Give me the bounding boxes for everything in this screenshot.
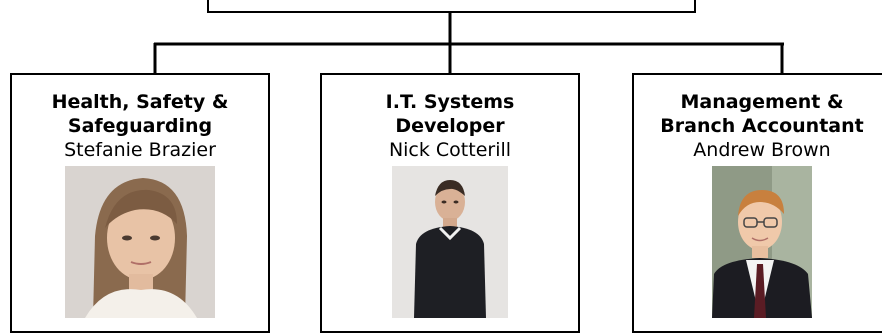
person-name: Andrew Brown	[693, 139, 831, 161]
person-name: Nick Cotterill	[388, 139, 512, 161]
role-title: Health, Safety & Safeguarding	[51, 91, 229, 137]
org-chart: Health, Safety & Safeguarding Stefanie B…	[10, 0, 882, 333]
role-box-health-safety: Health, Safety & Safeguarding Stefanie B…	[10, 73, 270, 333]
connector-lines	[153, 12, 784, 74]
man-in-suit-portrait-photo	[712, 166, 812, 318]
man-portrait-photo	[392, 166, 508, 318]
role-title: Management & Branch Accountant	[660, 91, 864, 137]
person-name: Stefanie Brazier	[64, 139, 216, 161]
role-title: I.T. Systems Developer	[385, 91, 515, 137]
role-box-management-accountant: Management & Branch Accountant Andrew Br…	[632, 73, 882, 333]
woman-portrait-photo	[65, 166, 215, 318]
role-box-it-systems: I.T. Systems Developer Nick Cotterill	[320, 73, 580, 333]
